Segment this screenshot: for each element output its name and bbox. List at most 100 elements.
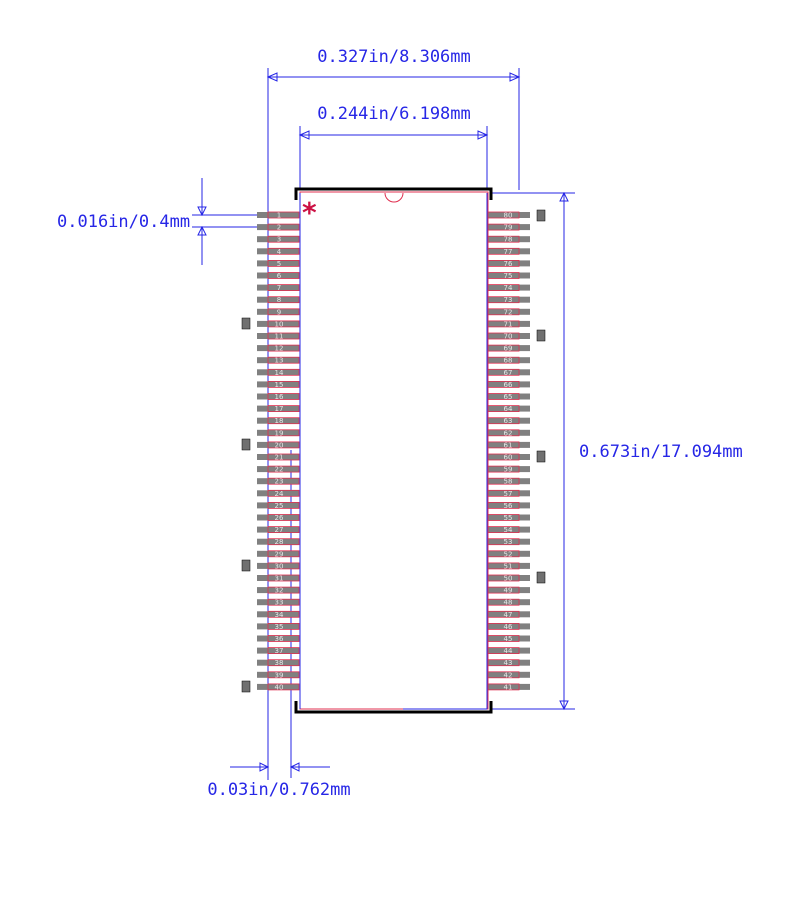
- right-pin-number: 53: [504, 538, 513, 546]
- right-pad-56: 56: [487, 502, 530, 510]
- left-pad-30: 30: [257, 562, 300, 570]
- left-pin-number: 14: [275, 369, 284, 377]
- right-pin-number: 75: [504, 272, 513, 280]
- right-pad-46: 46: [487, 623, 530, 631]
- left-pad-15: 15: [257, 381, 300, 389]
- right-pad-77: 77: [487, 248, 530, 256]
- body-width-label: 0.244in/6.198mm: [317, 104, 471, 124]
- left-pad-4: 4: [257, 248, 300, 256]
- right-pin-number: 62: [504, 429, 513, 437]
- left-pad-36: 36: [257, 635, 300, 643]
- left-pad-29: 29: [257, 550, 300, 558]
- package-body: [294, 187, 493, 714]
- left-pin-number: 1: [277, 212, 281, 220]
- right-pad-65: 65: [487, 393, 530, 401]
- left-pin-number: 33: [275, 599, 284, 607]
- right-pin-number: 76: [504, 260, 513, 268]
- left-pin-number: 17: [275, 405, 284, 413]
- right-pad-62: 62: [487, 429, 530, 437]
- left-pad-9: 9: [257, 308, 300, 316]
- left-pin-number: 35: [275, 623, 284, 631]
- left-pad-6: 6: [257, 272, 300, 280]
- left-pad-23: 23: [257, 478, 300, 486]
- right-pin-number: 71: [504, 320, 513, 328]
- left-pin-number: 4: [277, 248, 282, 256]
- left-pin-number: 38: [275, 659, 284, 667]
- right-pin-number: 51: [504, 562, 513, 570]
- left-pin-number: 37: [275, 647, 284, 655]
- left-pad-14: 14: [257, 369, 300, 377]
- left-pin-number: 28: [275, 538, 284, 546]
- left-pin-number: 10: [275, 320, 284, 328]
- right-pad-75: 75: [487, 272, 530, 280]
- left-pad-24: 24: [257, 490, 300, 498]
- right-pin-number: 46: [504, 623, 513, 631]
- right-pad-53: 53: [487, 538, 530, 546]
- right-pin-number: 69: [504, 345, 513, 353]
- right-pin-number: 65: [504, 393, 513, 401]
- right-pin-number: 59: [504, 466, 513, 474]
- right-pad-64: 64: [487, 405, 530, 413]
- left-pad-37: 37: [257, 647, 300, 655]
- left-pin-number: 11: [275, 333, 284, 341]
- right-pin-number: 41: [504, 683, 513, 691]
- left-pad-row: 1234567891011121314151617181920212223242…: [257, 212, 300, 691]
- left-pin-number: 3: [277, 236, 281, 244]
- right-pin-number: 63: [504, 417, 513, 425]
- right-pad-48: 48: [487, 599, 530, 607]
- right-pin-number: 42: [504, 671, 513, 679]
- left-pin-number: 13: [275, 357, 284, 365]
- right-pad-73: 73: [487, 296, 530, 304]
- left-pad-20: 20: [257, 441, 300, 449]
- right-pin-number: 73: [504, 296, 513, 304]
- left-pad-32: 32: [257, 587, 300, 595]
- left-pin-number: 25: [275, 502, 284, 510]
- right-pad-55: 55: [487, 514, 530, 522]
- left-pad-1: 1: [257, 212, 300, 220]
- right-pin-number: 49: [504, 587, 513, 595]
- left-pin-number: 8: [277, 296, 281, 304]
- right-pad-69: 69: [487, 345, 530, 353]
- left-pad-18: 18: [257, 417, 300, 425]
- left-pad-8: 8: [257, 296, 300, 304]
- right-pad-67: 67: [487, 369, 530, 377]
- right-pad-59: 59: [487, 466, 530, 474]
- left-pad-7: 7: [257, 284, 300, 292]
- right-pin-number: 43: [504, 659, 513, 667]
- left-pin-number: 26: [275, 514, 284, 522]
- right-pin-number: 64: [504, 405, 513, 413]
- left-pad-2: 2: [257, 224, 300, 232]
- left-pin-number: 21: [275, 454, 284, 462]
- left-pin-number: 30: [275, 562, 284, 570]
- right-pad-45: 45: [487, 635, 530, 643]
- right-pad-41: 41: [487, 683, 530, 691]
- left-pin-number: 39: [275, 671, 284, 679]
- left-pad-40: 40: [257, 683, 300, 691]
- left-pad-3: 3: [257, 236, 300, 244]
- left-pad-25: 25: [257, 502, 300, 510]
- right-pad-72: 72: [487, 308, 530, 316]
- left-pad-10: 10: [257, 320, 300, 328]
- left-pin-number: 6: [277, 272, 282, 280]
- right-pad-52: 52: [487, 550, 530, 558]
- right-pad-71: 71: [487, 320, 530, 328]
- right-pad-78: 78: [487, 236, 530, 244]
- right-pad-row: 8079787776757473727170696867666564636261…: [487, 212, 530, 691]
- left-pad-31: 31: [257, 575, 300, 583]
- left-pin-number: 15: [275, 381, 284, 389]
- right-pad-54: 54: [487, 526, 530, 534]
- right-pad-43: 43: [487, 659, 530, 667]
- left-pin-number: 12: [275, 345, 284, 353]
- left-pin-number: 19: [275, 429, 284, 437]
- left-pin-number: 31: [275, 575, 284, 583]
- left-pad-13: 13: [257, 357, 300, 365]
- left-pad-38: 38: [257, 659, 300, 667]
- right-pin-number: 79: [504, 224, 513, 232]
- right-pad-80: 80: [487, 212, 530, 220]
- right-pad-51: 51: [487, 562, 530, 570]
- left-pad-17: 17: [257, 405, 300, 413]
- right-pin-number: 45: [504, 635, 513, 643]
- left-pin-number: 22: [275, 466, 284, 474]
- right-pin-number: 80: [504, 212, 513, 220]
- right-pin-number: 72: [504, 308, 513, 316]
